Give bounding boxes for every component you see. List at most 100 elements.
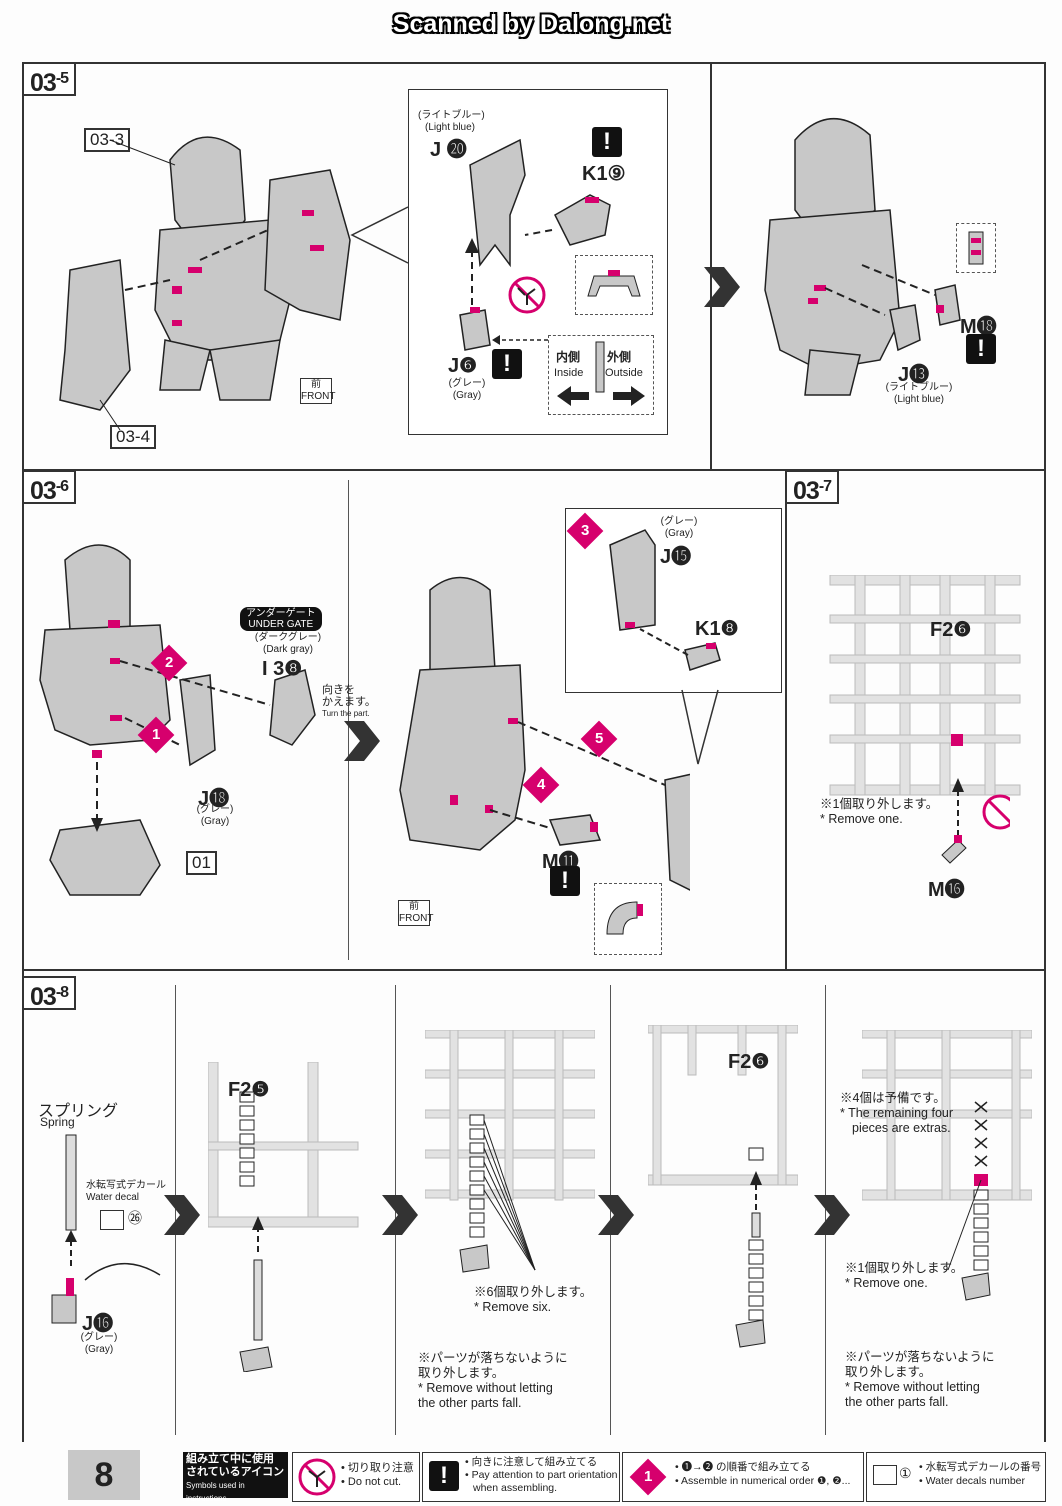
m16-drawing	[941, 778, 1010, 864]
torso-result-drawing	[764, 118, 961, 396]
legend-title: 組み立て中に使用 されているアイコン Symbols used in instr…	[183, 1452, 288, 1503]
decal-icon	[873, 1465, 897, 1485]
detail-box-m11	[594, 883, 662, 955]
inset-pointer	[350, 206, 409, 264]
step-label-03-6: 03-6	[22, 470, 77, 505]
dashed-arrow	[492, 335, 548, 345]
frame-right	[1044, 62, 1046, 1442]
part-label-j16: J⓰	[82, 1313, 114, 1335]
attention-icon: !	[492, 349, 522, 379]
decal-symbol: ①	[899, 1465, 912, 1481]
leg-assembly-drawing	[39, 544, 316, 896]
legend-decal: ① • 水転写式デカールの番号• Water decals number	[866, 1452, 1046, 1502]
scan-credit: Scanned by Dalong.net	[392, 10, 670, 38]
step-arrow	[382, 1195, 418, 1235]
inside-en: Inside	[554, 367, 584, 379]
page-number: 8	[68, 1450, 140, 1500]
ref-03-4: 03-4	[110, 425, 157, 449]
inside-jp: 内側	[556, 350, 581, 364]
step-label-03-8: 03-8	[22, 976, 77, 1011]
legend-no-cut: • 切り取り注意• Do not cut.	[292, 1452, 420, 1502]
runner-label-f26: F2❻	[930, 619, 972, 641]
j18-color: (グレー)(Gray)	[196, 804, 234, 827]
j13-color: (ライトブルー)(Light blue)	[885, 382, 953, 405]
j15-color: (グレー)(Gray)	[660, 516, 698, 539]
part-label-j6: J❻	[448, 355, 478, 377]
frame-top	[22, 62, 1046, 64]
ref-03-3: 03-3	[84, 128, 131, 152]
step-label-03-7: 03-7	[785, 470, 840, 505]
i38-color: (ダークグレー)(Dark gray)	[254, 632, 322, 655]
step-arrow	[164, 1195, 200, 1235]
decal-icon	[100, 1210, 124, 1230]
part-label-i38: I 3❽	[262, 658, 303, 680]
j6-color: (グレー)(Gray)	[448, 378, 486, 401]
divider-035	[710, 62, 712, 469]
inset-parts-036	[609, 529, 721, 671]
detail-box-m18	[956, 223, 996, 273]
ref-01: 01	[186, 851, 217, 875]
part-label-j18: J⓲	[198, 788, 230, 810]
orientation-arrows	[557, 341, 645, 406]
orientation-box: 内側 Inside 外側 Outside	[548, 335, 654, 415]
spring-label-jp: スプリング	[38, 1103, 119, 1120]
runner-label-f25: F2❺	[228, 1079, 270, 1101]
inset-box-036	[565, 508, 782, 693]
spring-drawing	[51, 1134, 161, 1324]
part-label-j20: J ⓴	[430, 139, 467, 161]
step-arrow	[704, 267, 740, 307]
divider-row2	[22, 969, 1046, 971]
inset-parts-drawing	[459, 138, 611, 351]
runner-removal-drawing	[425, 1030, 595, 1273]
legend-attention: ! • 向きに注意して組み立てる• Pay attention to part …	[422, 1452, 620, 1502]
legend-order: 1 • ❶→❷ の順番で組み立てる• Assemble in numerical…	[622, 1452, 864, 1502]
remove-one-note: ※1個取り外します。* Remove one.	[820, 797, 939, 826]
part-label-m16: M⓰	[928, 879, 965, 901]
turn-note: 向きを かえます。 Turn the part.	[322, 684, 376, 718]
divider-row1	[22, 469, 1046, 471]
part-label-j13: J⓭	[898, 364, 930, 386]
runner-label-f26b: F2❻	[728, 1051, 770, 1073]
part-label-m18: M⓲	[960, 316, 997, 338]
runner-final-drawing	[862, 1030, 1032, 1301]
runner-f26b-drawing	[648, 1025, 798, 1348]
leg-result-drawing	[399, 576, 690, 891]
spring-label-en: Spring	[40, 1115, 75, 1129]
step-arrow	[344, 721, 380, 761]
divider-036	[348, 480, 349, 960]
torso-assembly-drawing	[59, 136, 351, 431]
part-label-k19: K1⑨	[582, 163, 626, 185]
no-cut-icon	[298, 1458, 336, 1496]
part-label-j15: J⓯	[660, 546, 692, 568]
attention-icon: !	[550, 866, 580, 896]
j20-color: (ライトブルー)(Light blue)	[418, 110, 485, 133]
attention-icon: !	[429, 1461, 459, 1491]
fall-note-2: ※パーツが落ちないように取り外します。 * Remove without let…	[845, 1350, 995, 1409]
attention-icon: !	[966, 334, 996, 364]
frame-left	[22, 62, 24, 1442]
part-label-k18: K1❽	[695, 618, 739, 640]
fall-note-1: ※パーツが落ちないように取り外します。 * Remove without let…	[418, 1351, 568, 1410]
step-arrow	[598, 1195, 634, 1235]
divider-038a	[175, 985, 176, 1435]
inset-pointer	[681, 689, 719, 765]
outside-en: Outside	[605, 367, 643, 379]
attention-icon: !	[592, 127, 622, 157]
divider-038d	[825, 985, 826, 1435]
step-arrow	[814, 1195, 850, 1235]
step-label-03-5: 03-5	[22, 62, 77, 97]
seq-icon: 1	[629, 1458, 667, 1496]
j16-color: (グレー)(Gray)	[80, 1332, 118, 1355]
remove-six-note: ※6個取り外します。* Remove six.	[474, 1285, 593, 1314]
runner-f25-drawing	[208, 1062, 359, 1372]
divider-037	[785, 469, 787, 969]
runner-f2-drawing	[829, 575, 1021, 796]
decal-number: ㉖	[128, 1210, 142, 1226]
outside-jp: 外側	[607, 350, 632, 364]
remove-one-note-2: ※1個取り外します。* Remove one.	[845, 1261, 964, 1290]
